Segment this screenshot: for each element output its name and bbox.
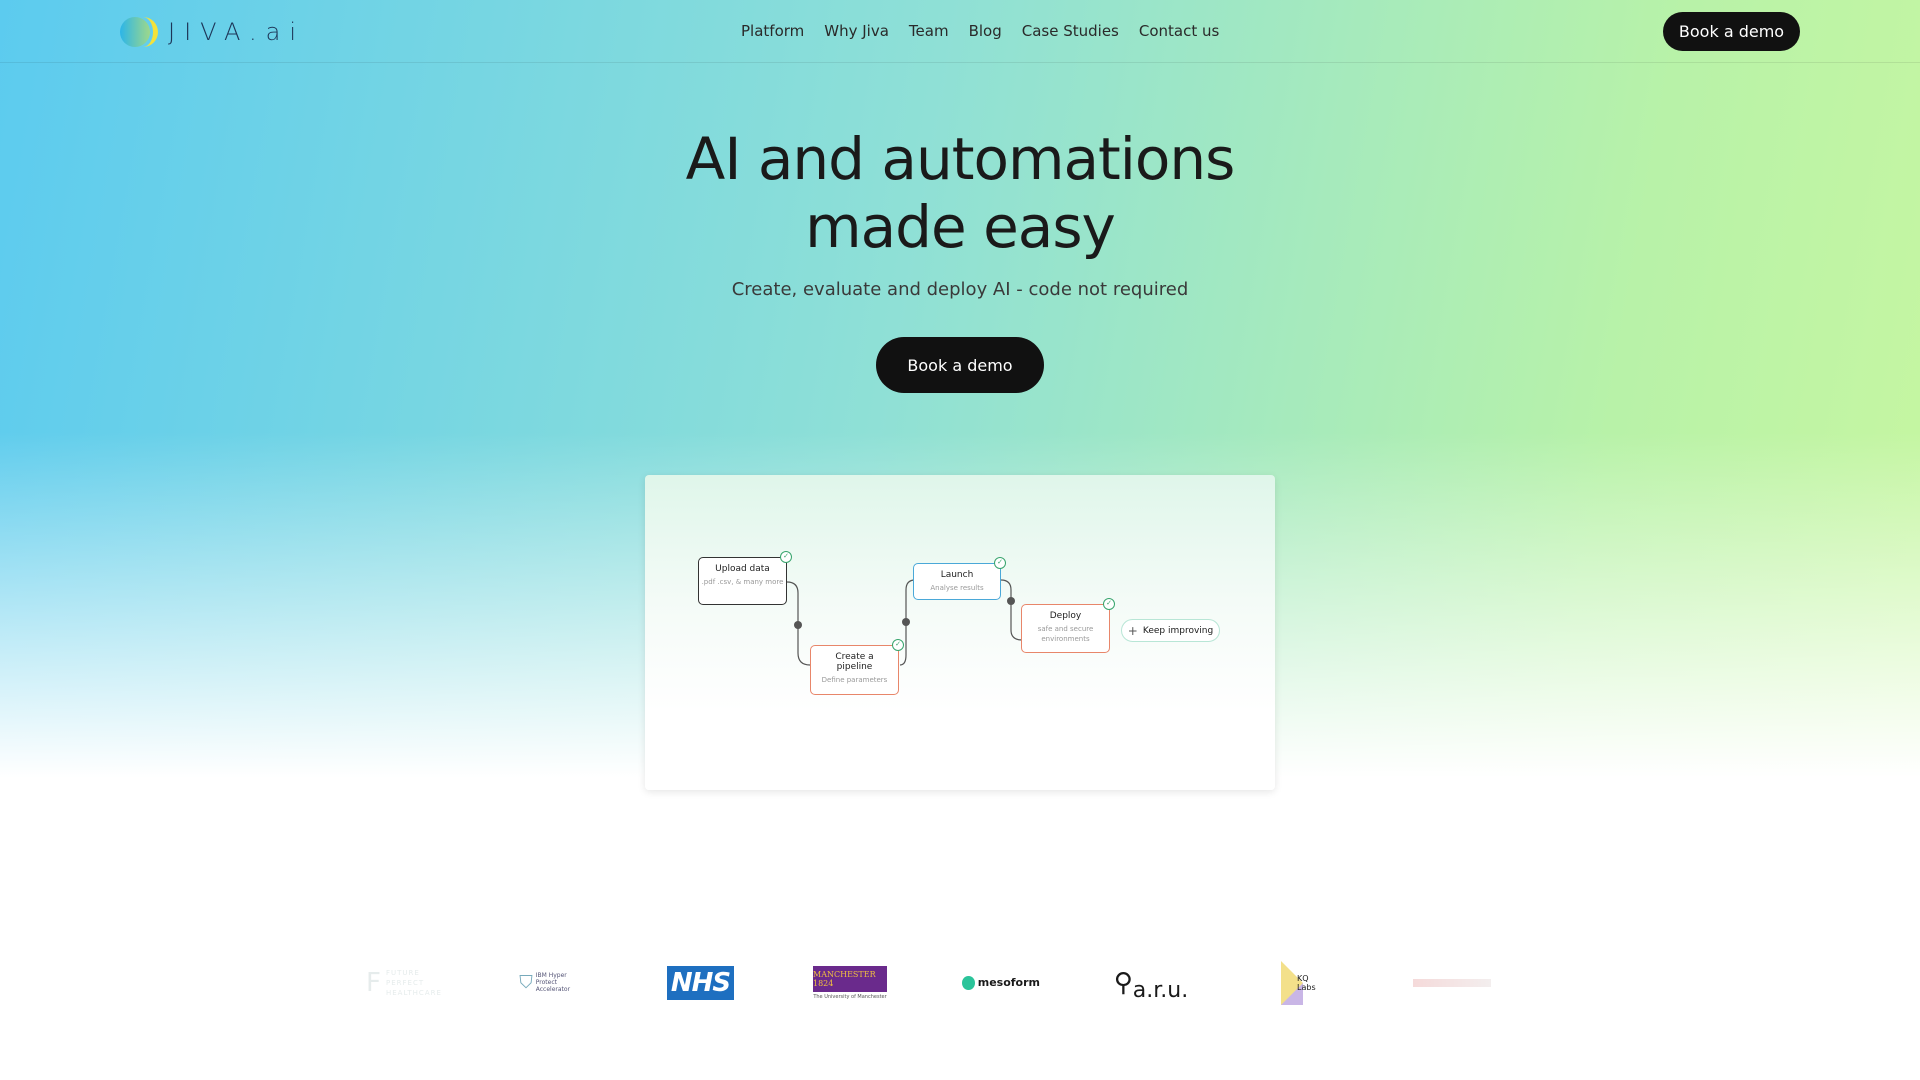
hero-title-line2: made easy	[805, 193, 1116, 261]
partner-name: MANCHESTER 1824	[813, 965, 887, 992]
node-create-pipeline[interactable]: Create a pipeline Define parameters ✓	[810, 639, 904, 695]
hero-title: AI and automations made easy	[0, 125, 1920, 261]
connector-lines	[786, 579, 1023, 666]
nav-team[interactable]: Team	[908, 22, 949, 40]
plus-icon: +	[1127, 623, 1138, 638]
shield-icon: ⛉	[519, 972, 533, 993]
partner-name: mesoform	[977, 976, 1040, 989]
logo-kq-labs: KQ Labs	[1275, 955, 1325, 1010]
main-nav: Platform Why Jiva Team Blog Case Studies…	[741, 22, 1219, 40]
logo-ibm-hyper-protect: ⛉IBM Hyper Protect Accelerator	[515, 955, 590, 1010]
node-subtitle: Analyse results	[930, 584, 984, 592]
logo-mesoform: mesoform	[962, 955, 1040, 1010]
connector-dot	[902, 618, 910, 626]
logo-partner-faded	[1412, 955, 1492, 1010]
header-book-demo-button[interactable]: Book a demo	[1663, 12, 1800, 51]
check-icon: ✓	[780, 551, 792, 563]
check-icon: ✓	[1103, 598, 1115, 610]
hero-subtitle: Create, evaluate and deploy AI - code no…	[731, 279, 1189, 300]
logo-aru: ⚲ a.r.u.	[1112, 955, 1190, 1010]
logo-mark-icon	[120, 16, 158, 48]
site-header: JIVA.ai Platform Why Jiva Team Blog Case…	[0, 0, 1920, 63]
node-title: Deploy	[1049, 611, 1082, 621]
logo-text: JIVA.ai	[168, 18, 306, 46]
check-icon: ✓	[994, 557, 1006, 569]
partner-logos: FFuture Perfect Healthcare ⛉IBM Hyper Pr…	[0, 955, 1920, 1010]
jiva-logo[interactable]: JIVA.ai	[120, 16, 305, 48]
nav-contact-us[interactable]: Contact us	[1138, 22, 1220, 40]
node-deploy[interactable]: Deploy safe and secure environments ✓	[1021, 598, 1115, 653]
nav-blog[interactable]: Blog	[968, 22, 1002, 40]
node-subtitle: Define parameters	[821, 676, 888, 684]
node-subtitle: safe and secure environments	[1037, 625, 1094, 643]
heron-icon: ⚲	[1113, 967, 1133, 998]
connector-dot	[794, 621, 802, 629]
nav-why-jiva[interactable]: Why Jiva	[824, 22, 889, 40]
connector-dot	[1007, 597, 1015, 605]
node-launch[interactable]: Launch Analyse results ✓	[913, 557, 1006, 600]
partner-name: KQ Labs	[1297, 973, 1316, 992]
keep-improving-button[interactable]: + Keep improving	[1121, 619, 1220, 642]
kq-triangle-icon	[1281, 960, 1303, 1005]
node-upload-data[interactable]: Upload data .pdf .csv, & many more ✓	[698, 551, 792, 605]
check-icon: ✓	[892, 639, 904, 651]
node-title: Create a pipeline	[835, 652, 874, 672]
hero-book-demo-button[interactable]: Book a demo	[876, 337, 1044, 393]
nav-case-studies[interactable]: Case Studies	[1021, 22, 1119, 40]
partner-name: Future Perfect Healthcare	[385, 968, 442, 997]
logo-university-of-manchester: MANCHESTER 1824 The University of Manche…	[812, 955, 888, 1010]
node-title: Upload data	[715, 564, 770, 574]
logo-future-perfect-healthcare: FFuture Perfect Healthcare	[366, 967, 442, 998]
partner-name: NHS	[666, 965, 735, 1000]
partner-name: The University of Manchester	[813, 993, 887, 1000]
mesoform-icon	[962, 975, 975, 990]
partner-name: a.r.u.	[1132, 978, 1189, 1003]
hero-title-line1: AI and automations	[685, 125, 1236, 193]
partner-name: IBM Hyper Protect Accelerator	[535, 972, 571, 993]
keep-improving-label: Keep improving	[1142, 625, 1214, 636]
logo-nhs: NHS	[663, 955, 738, 1010]
node-title: Launch	[940, 570, 974, 580]
workflow-diagram-card: Upload data .pdf .csv, & many more ✓ Cre…	[645, 475, 1275, 790]
nav-platform[interactable]: Platform	[741, 22, 805, 40]
node-subtitle: .pdf .csv, & many more	[701, 578, 784, 586]
